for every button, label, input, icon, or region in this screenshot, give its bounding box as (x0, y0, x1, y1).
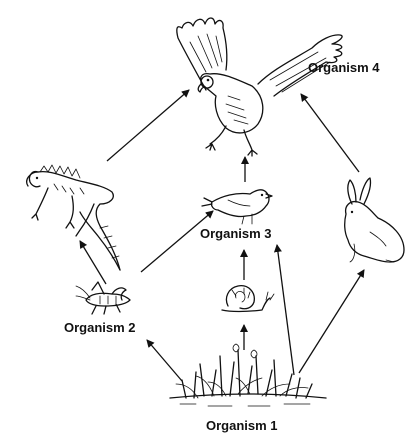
organism-3-label: Organism 3 (200, 226, 272, 241)
snail-icon (221, 285, 275, 313)
arrow-rabbit-to-eagle (300, 93, 360, 173)
arrow-grass-to-grasshopper (146, 339, 183, 382)
songbird-icon (201, 189, 273, 225)
arrow-iguana-to-eagle (106, 89, 190, 162)
food-web-arrows (79, 89, 365, 382)
eagle-icon (176, 17, 343, 157)
arrow-grass-to-rabbit (298, 269, 365, 374)
arrow-grasshopper-to-bird (140, 210, 214, 273)
arrow-grasshopper-to-iguana (79, 240, 107, 285)
rabbit-icon (344, 177, 405, 263)
organism-2-label: Organism 2 (64, 320, 136, 335)
iguana-icon (26, 164, 121, 271)
organism-1-label: Organism 1 (206, 418, 278, 433)
organism-4-label: Organism 4 (308, 60, 380, 75)
grasshopper-icon (75, 281, 131, 315)
arrow-grass-to-bird (273, 244, 295, 376)
grass-icon (169, 343, 327, 407)
